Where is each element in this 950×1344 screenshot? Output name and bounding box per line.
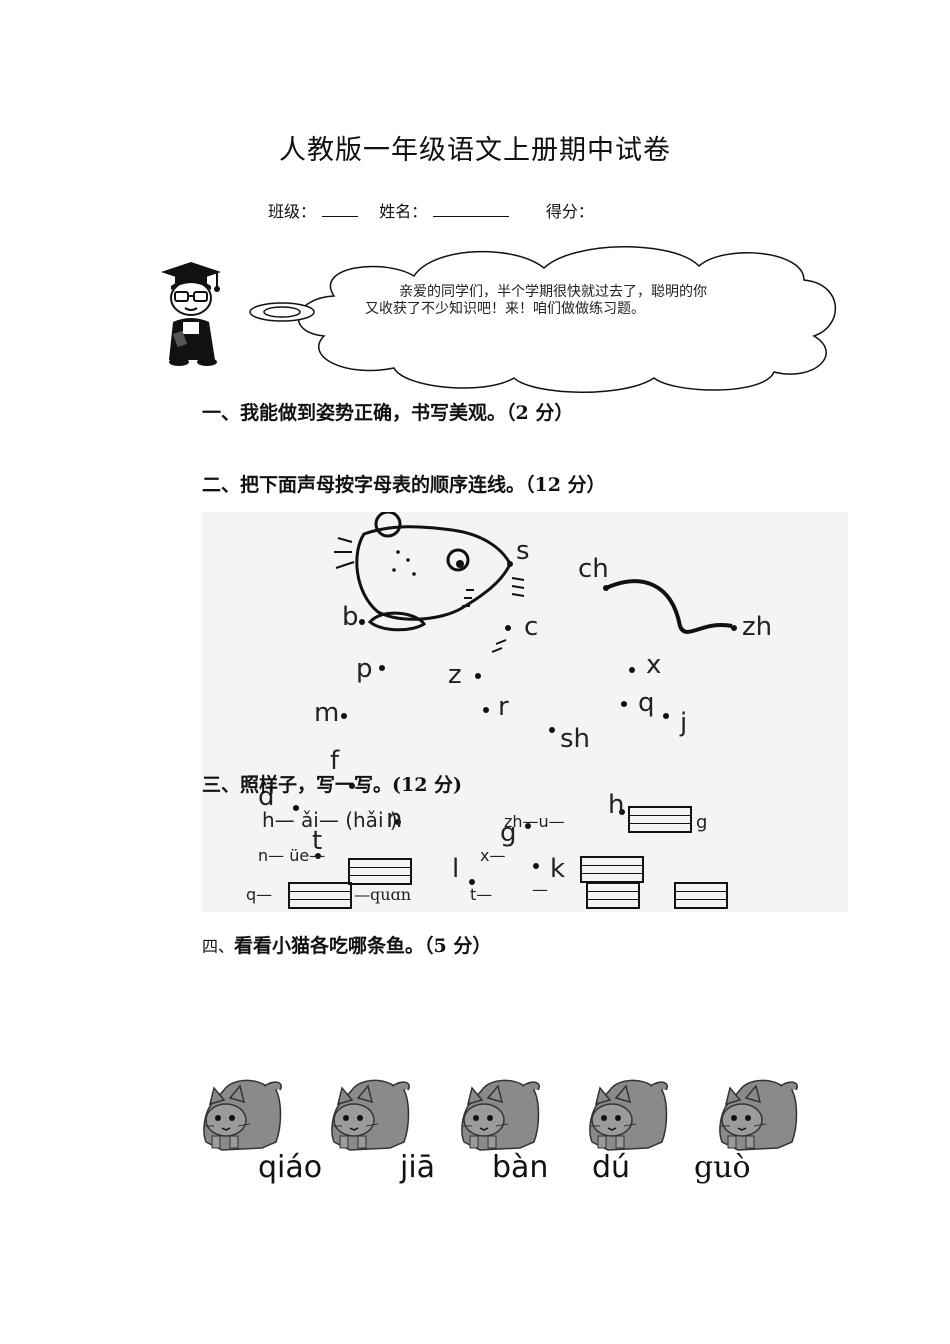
writing-box[interactable] (348, 858, 412, 885)
writing-box[interactable] (628, 806, 692, 833)
item-x: x— (480, 846, 506, 865)
item-row1-suffix: g (696, 812, 708, 833)
score-label: 得分： (545, 202, 594, 221)
name-blank[interactable] (433, 200, 510, 217)
speech-cloud (249, 246, 837, 393)
cat-label-2: jiā (400, 1150, 436, 1185)
section-4-heading: 四、看看小猫各吃哪条鱼。（5 分） (202, 931, 491, 958)
section-1-heading: 一、我能做到姿势正确，书写美观。（2 分） (202, 402, 574, 424)
cat-label-1: qiáo (258, 1150, 323, 1185)
item-t-dash: — (532, 880, 548, 899)
student-info-line: 班级： 姓名： 得分： (268, 198, 600, 222)
item-zh-u: zh—u— (504, 812, 565, 831)
puzzle-letter-ch: ch (578, 554, 609, 584)
puzzle-letter-x: x (646, 650, 662, 680)
example-item: h— ǎi— (hǎi ) (262, 808, 398, 832)
puzzle-letter-b: b (342, 602, 359, 632)
puzzle-letter-l: l (452, 854, 460, 884)
section-3-heading: 三、照样子，写一写。(12 分) (202, 774, 463, 796)
puzzle-drawing (293, 512, 737, 885)
class-label: 班级： (268, 202, 317, 221)
cat-illustrations (203, 1079, 798, 1151)
item-n-ue: n— üe— (258, 846, 326, 865)
puzzle-letter-t: t (312, 826, 323, 856)
item-q: q— (246, 885, 273, 904)
writing-box[interactable] (674, 882, 728, 909)
puzzle-letter-r: r (498, 692, 509, 722)
puzzle-letter-p: p (356, 654, 373, 684)
puzzle-letter-f: f (330, 746, 340, 776)
page-title: 人教版一年级语文上册期中试卷 (279, 135, 671, 166)
item-t: t— (470, 885, 493, 904)
puzzle-letter-z: z (448, 660, 462, 690)
puzzle-letter-sh: sh (560, 724, 591, 754)
puzzle-letter-zh: zh (742, 612, 773, 642)
puzzle-letter-k: k (550, 854, 566, 884)
writing-box[interactable] (288, 882, 352, 909)
cloud-message: 亲爱的同学们，半个学期很快就过去了，聪明的你又收获了不少知识吧！来！咱们做做练习… (365, 284, 707, 317)
puzzle-letter-g: g (500, 818, 517, 848)
puzzle-letter-m: m (314, 698, 340, 728)
connect-dots-puzzle: s ch zh b c p z x m r q j sh f d t g l k… (202, 512, 848, 912)
item-quan: —quɑn (354, 885, 412, 904)
puzzle-letter-q: q (638, 688, 655, 718)
writing-box[interactable] (586, 882, 640, 909)
puzzle-letter-c: c (524, 612, 539, 642)
cat-label-4: dú (592, 1150, 631, 1185)
cat-label-3: bàn (492, 1150, 549, 1185)
class-blank[interactable] (322, 200, 359, 217)
puzzle-letter-h: h (608, 790, 625, 820)
cats-row: qiáo jiā bàn dú guò (200, 1074, 800, 1204)
writing-box[interactable] (580, 856, 644, 883)
puzzle-letter-s: s (516, 536, 530, 566)
section-4-text: 看看小猫各吃哪条鱼。（5 分） (234, 935, 492, 957)
puzzle-letter-d: d (258, 782, 275, 812)
graduate-boy-illustration (161, 262, 221, 366)
cat-label-5: guò (694, 1150, 751, 1185)
section-2-heading: 二、把下面声母按字母表的顺序连线。（12 分） (202, 474, 606, 496)
name-label: 姓名： (379, 202, 428, 221)
puzzle-letter-n: n (386, 804, 403, 834)
puzzle-letter-j: j (680, 708, 688, 738)
section-4-number: 四、 (202, 937, 235, 956)
